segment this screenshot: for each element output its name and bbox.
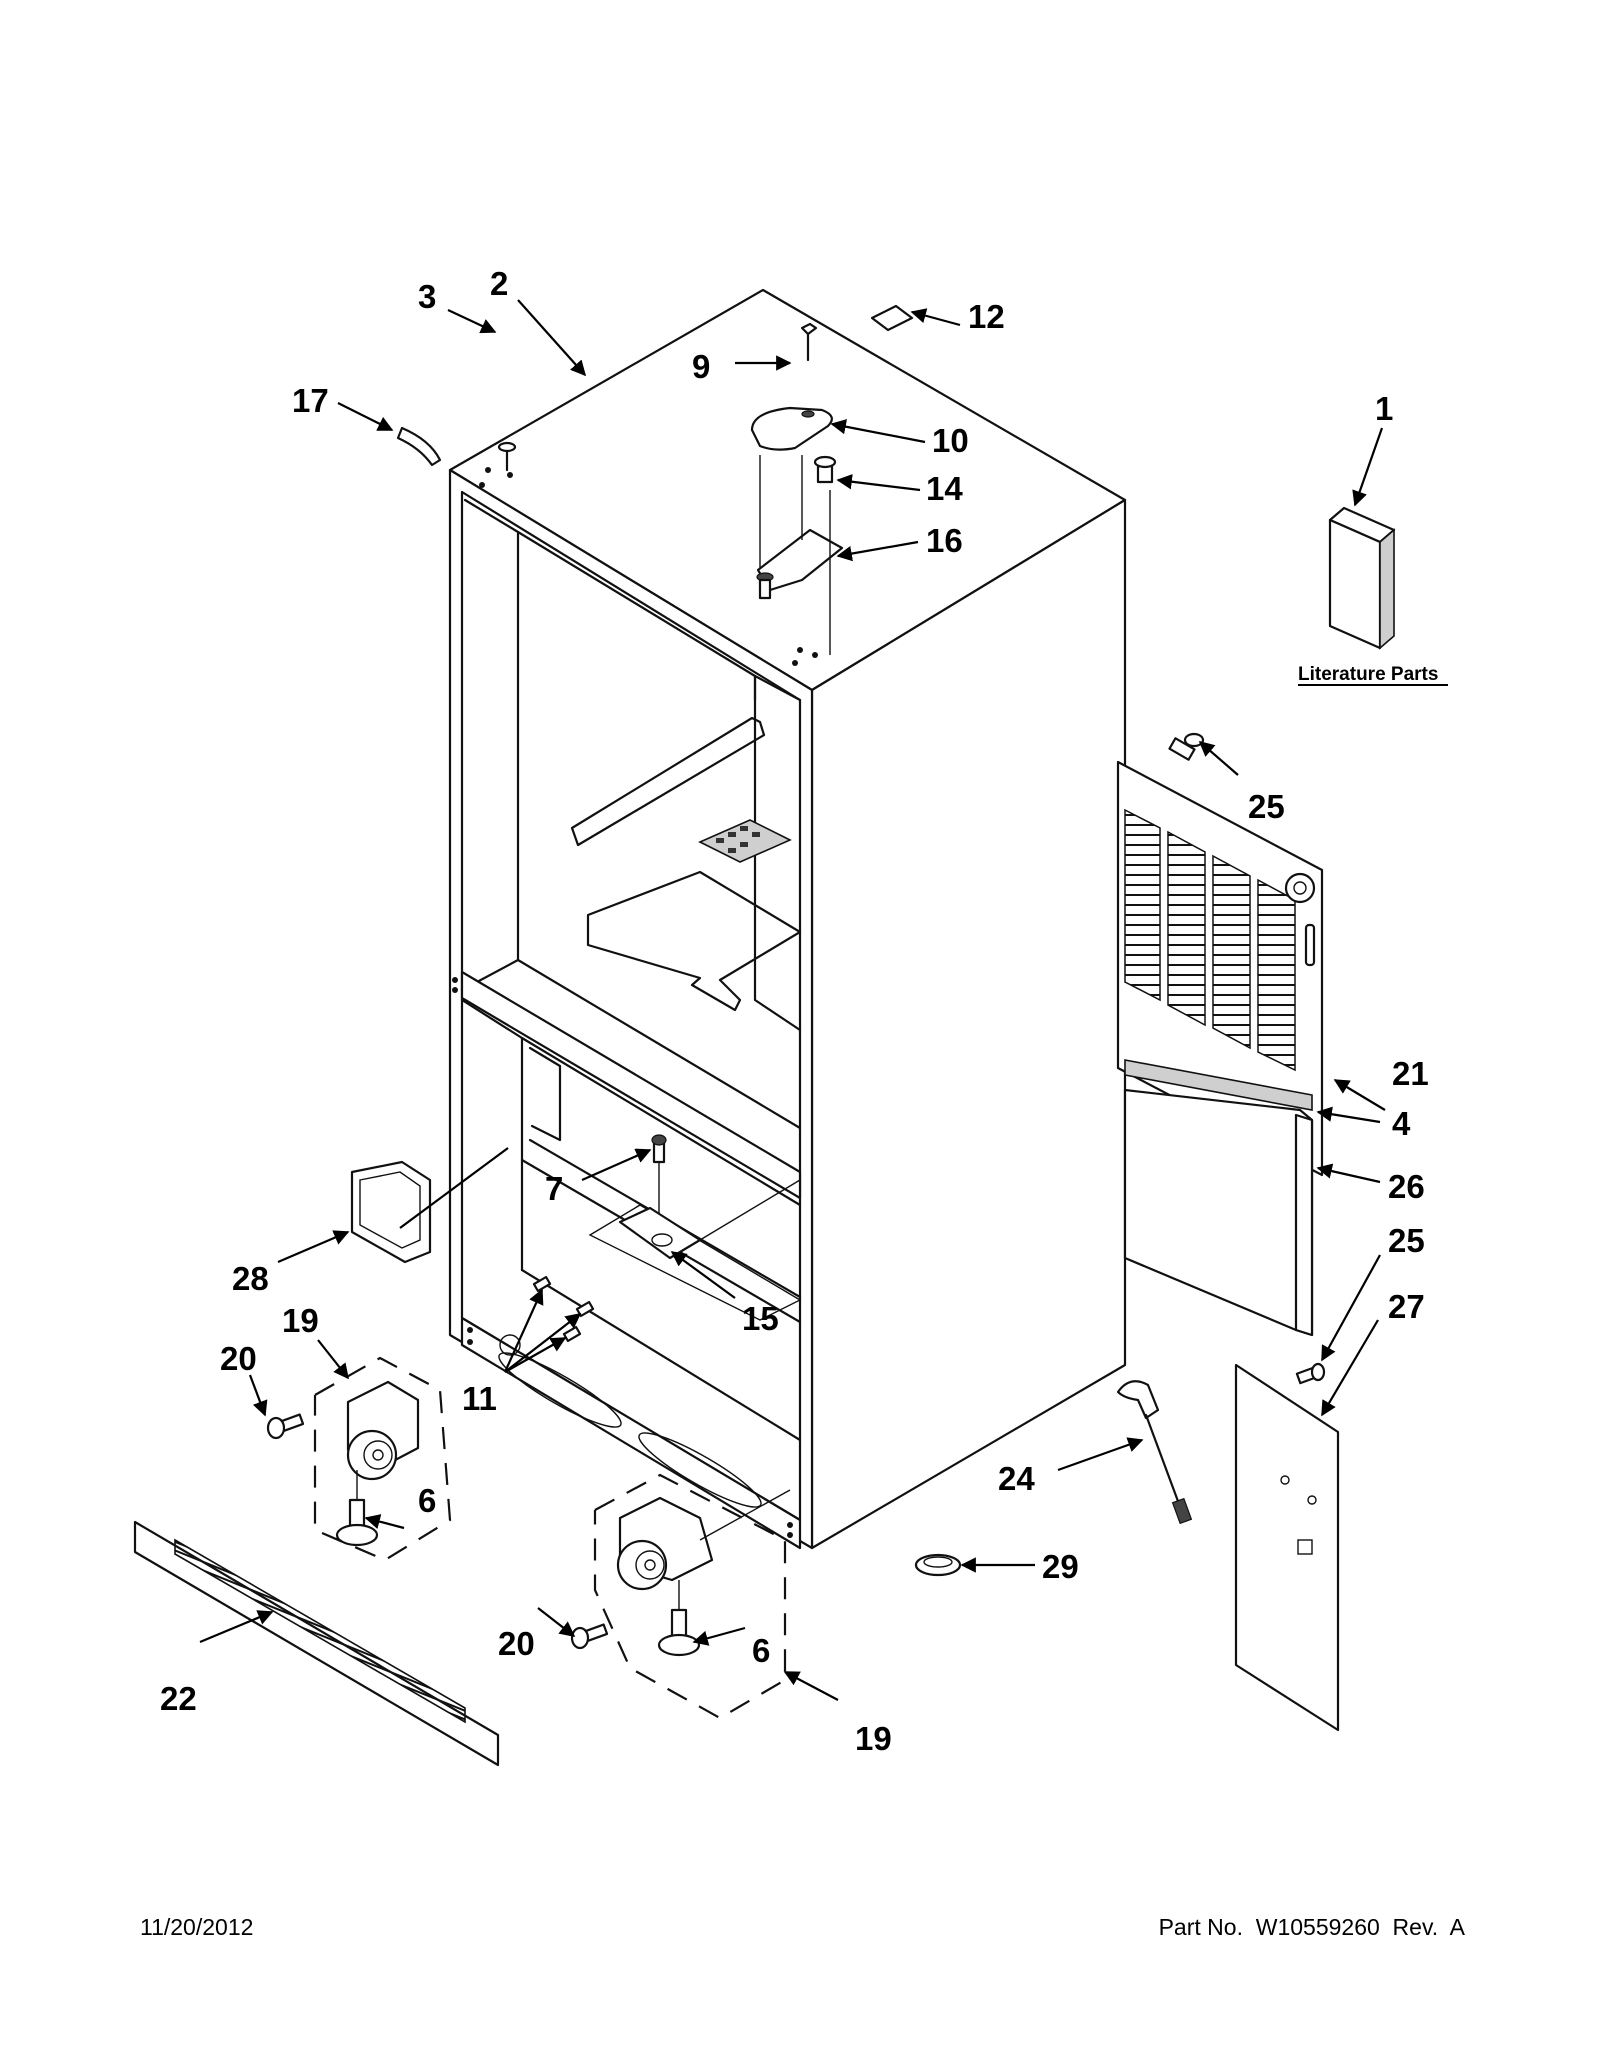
cover-plate-part-27: [1234, 1363, 1340, 1732]
tape-part-17: [396, 426, 442, 467]
callout-2: 2: [490, 265, 508, 302]
callout-27: 27: [1388, 1288, 1425, 1325]
screw-part-20-left: [266, 1413, 305, 1440]
roller-assembly-left: [313, 1356, 452, 1562]
callout-6-left: 6: [418, 1482, 436, 1519]
label-part-12: [870, 304, 914, 332]
screw-part-25-lower: [1295, 1362, 1326, 1385]
literature-book: [1328, 506, 1396, 650]
cabinet: [448, 288, 1127, 1550]
callout-6-right: 6: [752, 1632, 770, 1669]
callout-9: 9: [692, 348, 710, 385]
callout-21: 21: [1392, 1055, 1429, 1092]
callout-11: 11: [462, 1380, 497, 1417]
callout-29: 29: [1042, 1548, 1079, 1585]
callout-25-top: 25: [1248, 788, 1285, 825]
callout-26: 26: [1388, 1168, 1425, 1205]
callout-numbers: 1 2 3 12 9 10 14 16 17 25 21 4 26 25 27 …: [160, 265, 1429, 1757]
callout-15: 15: [742, 1300, 779, 1337]
callout-1: 1: [1375, 390, 1393, 427]
callout-16: 16: [926, 522, 963, 559]
toe-grille-part-22: [133, 1520, 500, 1767]
label-part-28: [350, 1160, 432, 1264]
footer-part-number: Part No. W10559260 Rev. A: [1159, 1914, 1466, 1940]
callout-14: 14: [926, 470, 963, 507]
callout-7: 7: [545, 1170, 563, 1207]
screw-part-20-right: [570, 1623, 609, 1650]
callout-24: 24: [998, 1460, 1035, 1497]
callout-3: 3: [418, 278, 436, 315]
literature-parts-label: Literature Parts: [1298, 664, 1438, 685]
plug-part-29: [914, 1553, 962, 1577]
callout-19-right: 19: [855, 1720, 892, 1757]
top-hinge-assembly: [750, 322, 844, 655]
callout-17: 17: [292, 382, 329, 419]
bracket-part-15: [618, 1179, 801, 1260]
panel-part-26: [1123, 1088, 1314, 1337]
callout-25-lower: 25: [1388, 1222, 1425, 1259]
footer-date: 11/20/2012: [140, 1914, 253, 1940]
tool-part-24: [1116, 1380, 1193, 1525]
screw-part-3: [497, 441, 517, 472]
callout-10: 10: [932, 422, 969, 459]
callout-20-right: 20: [498, 1625, 535, 1662]
callout-22: 22: [160, 1680, 197, 1717]
roller-assembly-right: [593, 1473, 791, 1720]
callout-19-left: 19: [282, 1302, 319, 1339]
callout-20-left: 20: [220, 1340, 257, 1377]
strip-part-4: [1124, 1059, 1313, 1111]
screw-part-25-top: [1168, 732, 1205, 761]
callout-4: 4: [1392, 1105, 1411, 1142]
callout-28: 28: [232, 1260, 269, 1297]
screws-part-11: [532, 1275, 595, 1343]
callout-12: 12: [968, 298, 1005, 335]
leader-lines: [199, 299, 1386, 1701]
